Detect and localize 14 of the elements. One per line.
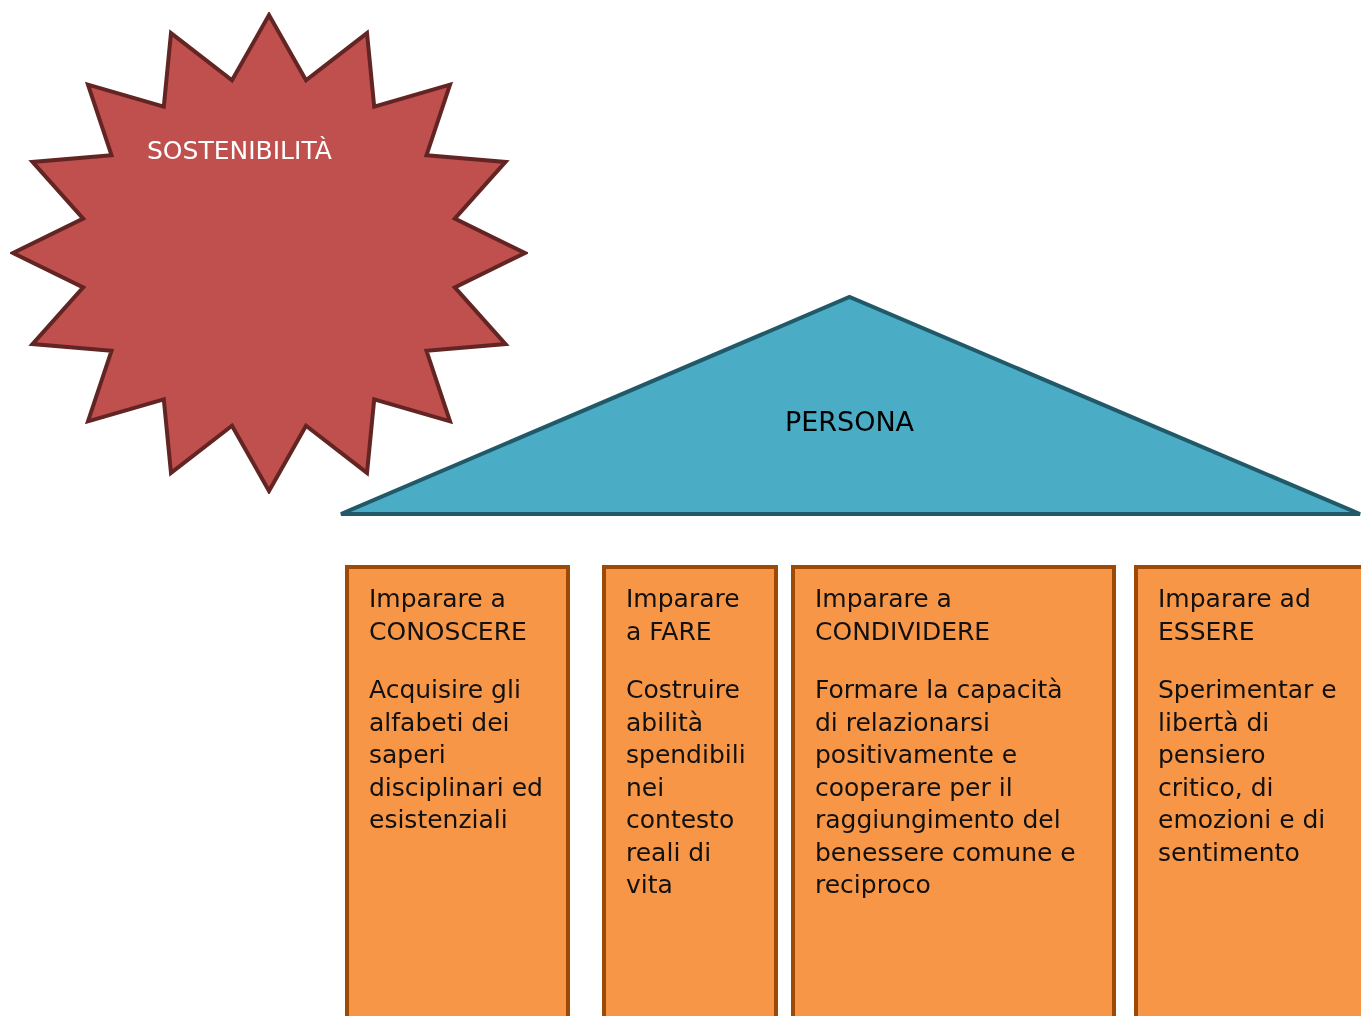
pillar-description: Costruire abilità spendibili nei contesto reali di vita bbox=[626, 674, 747, 901]
pillar-description: Sperimentar e libertà di pensiero critico, di emozioni e di sentimento bbox=[1158, 674, 1338, 869]
pillar-description: Formare la capacità di relazionarsi positivamente e cooperare per il raggiungimento del benessere comune e reciproco bbox=[815, 674, 1077, 901]
pillar-description: Acquisire gli alfabeti dei saperi disciplinari ed esistenziali bbox=[369, 674, 544, 836]
node-title: SOSTENIBILITÀ bbox=[147, 136, 332, 165]
pillar-box bbox=[791, 565, 1116, 1016]
pillar-heading: Imparare ad ESSERE bbox=[1158, 583, 1312, 648]
pillar-box bbox=[602, 565, 778, 1016]
pillar-heading: Imparare a CONOSCERE bbox=[369, 583, 528, 648]
pillar-box bbox=[1134, 565, 1361, 1016]
pillar-heading: Imparare a FARE bbox=[626, 583, 741, 648]
pillar-heading: Imparare a CONDIVIDERE bbox=[815, 583, 992, 648]
pillar-box bbox=[345, 565, 570, 1016]
node-title: PERSONA bbox=[784, 406, 915, 437]
